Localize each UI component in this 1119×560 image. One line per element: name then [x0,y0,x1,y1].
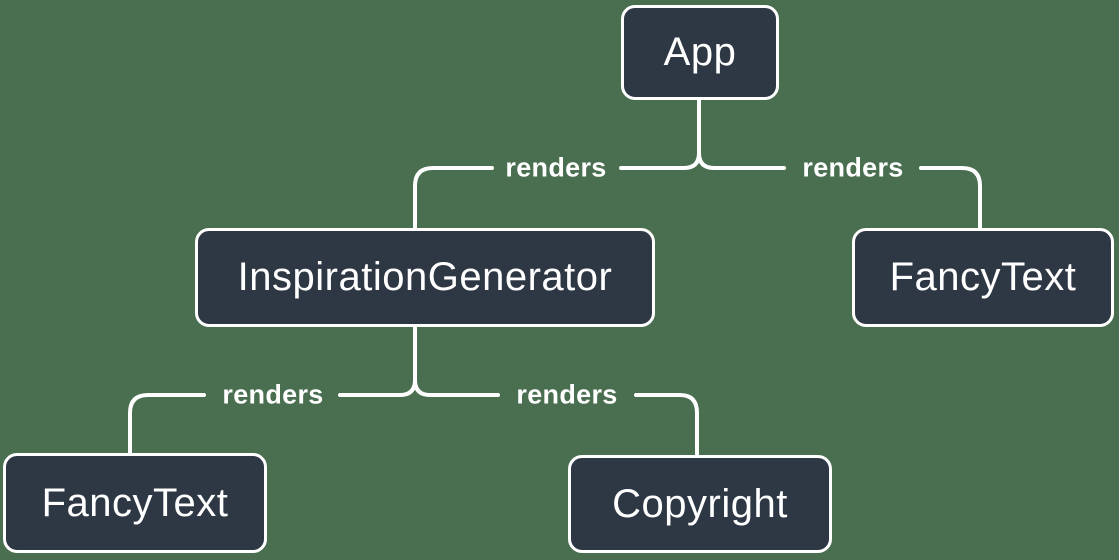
edge-inspirationgenerator-fancytext-line-outer [128,393,206,455]
node-fancy-text-top: FancyText [852,228,1114,327]
edge-inspirationgenerator-copyright-line-outer [634,393,699,457]
edge-label-app-fancytext: renders [802,152,904,183]
edge-label-inspirationgenerator-fancytext: renders [222,379,324,410]
edge-app-inspirationgenerator-line-outer [413,166,494,230]
edge-label-app-inspirationgenerator: renders [505,152,607,183]
node-app: App [621,5,779,100]
edge-app-fancytext-line-inner [697,98,786,170]
node-copyright: Copyright [568,455,832,553]
edge-app-fancytext-line-outer [919,166,982,230]
edge-app-inspirationgenerator-line-inner [619,98,701,170]
edge-inspirationgenerator-copyright-line-inner [413,325,500,397]
node-fancy-text-bottom: FancyText [3,453,267,553]
edge-inspirationgenerator-fancytext-line-inner [338,325,417,397]
edge-label-inspirationgenerator-copyright: renders [516,379,618,410]
node-inspiration-generator: InspirationGenerator [195,228,655,327]
